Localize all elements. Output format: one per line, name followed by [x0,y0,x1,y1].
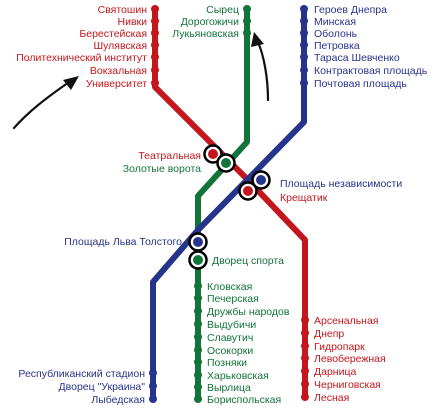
station-label[interactable]: Площадь независимости [280,178,402,190]
station-dot [149,382,157,390]
interchange-khreshchatyk[interactable] [238,181,258,201]
station-dot [151,53,159,61]
station-dot [194,346,202,354]
station-dot [300,17,308,25]
station-label[interactable]: Лесная [314,392,349,404]
station-dot [151,79,159,87]
station-label[interactable]: Театральная [138,150,201,162]
station-dot [194,307,202,315]
station-dot [301,316,309,324]
station-label[interactable]: Харьковская [207,370,269,382]
station-dot [194,395,202,403]
station-label[interactable]: Площадь Льва Толстого [64,236,182,248]
station-dot [151,41,159,49]
station-label[interactable]: Арсенальная [314,315,379,327]
station-label[interactable]: Славутич [207,332,253,344]
green-station-dots-top [243,5,251,37]
arrow-right-icon [251,32,270,102]
station-dot [243,17,251,25]
blue-station-dots-top [300,5,308,87]
station-dot [301,367,309,375]
station-dot [194,282,202,290]
station-label[interactable]: Тараса Шевченко [314,52,400,64]
station-label[interactable]: Выдубичи [207,319,256,331]
station-label[interactable]: Оболонь [314,28,358,40]
station-label[interactable]: Героев Днепра [314,4,387,16]
station-label[interactable]: Святошин [98,4,148,16]
station-dot [151,29,159,37]
red-station-dots-bottom [301,316,309,401]
station-dot [300,5,308,13]
station-dot [301,380,309,388]
station-label[interactable]: Золотые ворота [123,163,201,175]
station-label[interactable]: Днепр [314,328,344,340]
station-dot [301,342,309,350]
station-dot [194,294,202,302]
station-label[interactable]: Берестейская [79,28,147,40]
station-label[interactable]: Бориспольская [207,394,281,406]
station-label[interactable]: Печерская [207,293,259,305]
station-label[interactable]: Левобережная [314,353,386,365]
station-label[interactable]: Петровка [314,40,360,52]
station-dot [194,371,202,379]
station-dot [301,329,309,337]
station-label[interactable]: Кловская [207,281,252,293]
station-dot [194,358,202,366]
station-dot [300,41,308,49]
arrow-left-icon [12,76,79,130]
station-dot [243,29,251,37]
station-dot [194,320,202,328]
station-label[interactable]: Сырец [206,4,239,16]
station-label[interactable]: Политехнический институт [16,52,147,64]
station-label[interactable]: Вырлица [207,382,251,394]
station-dot [300,79,308,87]
station-label[interactable]: Дарница [314,366,356,378]
station-dot [301,354,309,362]
station-label[interactable]: Черниговская [314,379,381,391]
green-station-dots-bottom [194,282,202,403]
station-label[interactable]: Контрактовая площадь [314,65,428,77]
station-label[interactable]: Дорогожичи [181,16,239,28]
station-label[interactable]: Университет [86,78,147,90]
station-label[interactable]: Шулявская [93,40,147,52]
station-dot [300,66,308,74]
station-dot [151,5,159,13]
interchange-lva-tolstogo[interactable] [188,232,208,252]
station-label[interactable]: Нивки [118,16,148,28]
station-dot [243,5,251,13]
station-label[interactable]: Дружбы народов [207,306,290,318]
station-label[interactable]: Республиканский стадион [18,368,145,380]
station-dot [194,383,202,391]
station-label[interactable]: Осокорки [207,345,253,357]
station-dot [151,17,159,25]
station-dot [149,395,157,403]
blue-station-dots-bottom [149,369,157,403]
station-label[interactable]: Дворец "Украина" [59,381,146,393]
interchange-teatralna[interactable] [203,144,223,164]
station-dot [151,66,159,74]
station-label[interactable]: Дворец спорта [212,255,284,267]
station-dot [300,29,308,37]
station-label[interactable]: Гидропарк [314,341,365,353]
station-label[interactable]: Минская [314,16,356,28]
station-dot [300,53,308,61]
station-dot [149,369,157,377]
station-label[interactable]: Вокзальная [90,65,147,77]
station-label[interactable]: Крещатик [280,192,328,204]
station-label[interactable]: Почтовая площадь [314,78,407,90]
station-dot [194,333,202,341]
station-dot [301,393,309,401]
interchange-zoloti-vorota[interactable] [216,153,236,173]
interchange-maidan[interactable] [251,170,271,190]
station-label[interactable]: Позняки [207,357,247,369]
station-label[interactable]: Лыбедская [91,394,145,406]
station-label[interactable]: Лукьяновская [172,28,239,40]
interchange-palats-sportu[interactable] [188,250,208,270]
red-station-dots-top [151,5,159,87]
